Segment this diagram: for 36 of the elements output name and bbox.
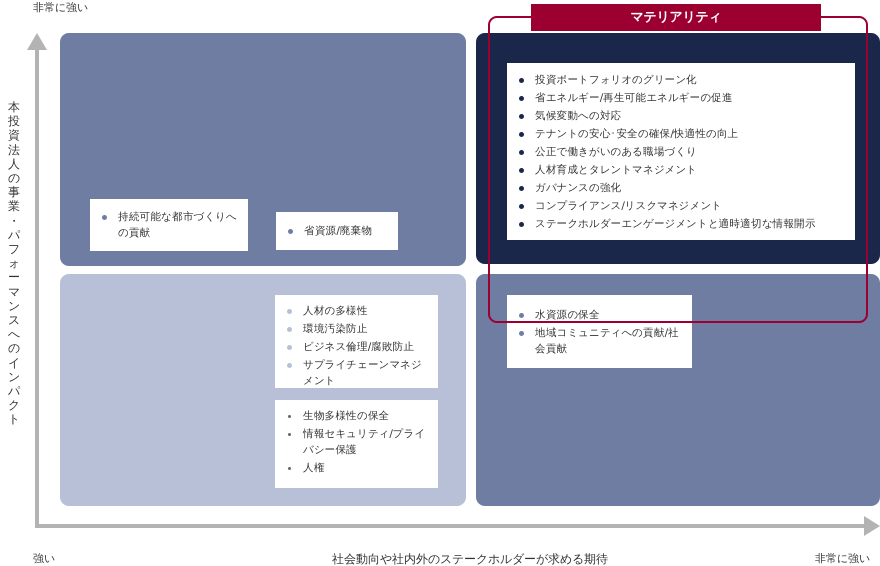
list-item: ビジネス倫理/腐敗防止 [287,339,428,355]
list-box [507,295,692,368]
quadrant-panel [476,33,880,264]
list-item: 人材の多様性 [287,303,428,319]
list-box [275,295,438,388]
list-item: コンプライアンス/リスクマネジメント [519,198,845,214]
list-item: 公正で働きがいのある職場づくり [519,144,845,160]
list-item: 投資ポートフォリオのグリーン化 [519,72,845,88]
axis-title: 社会動向や社内外のステークホルダーが求める期待 [332,551,608,566]
list-item: 省資源/廃棄物 [288,223,388,239]
list-item: 地域コミュニティへの貢献/社会貢献 [519,324,682,356]
list-box [275,400,438,488]
list-item: 人材育成とタレントマネジメント [519,162,845,178]
quadrant-panel [60,274,466,506]
list-item: テナントの安心･安全の確保/快適性の向上 [519,126,845,142]
axis-end-label: 非常に強い [815,551,870,566]
list-item: 気候変動への対応 [519,108,845,124]
list-box [90,199,248,251]
list-box [507,63,855,240]
list-item: ガバナンスの強化 [519,180,845,196]
heading-banner: マテリアリティ [531,4,821,31]
quadrant-panel [60,33,466,266]
list-box [276,212,398,250]
list-item: 生物多様性の保全 [287,408,428,424]
list-item: 人権 [287,460,428,476]
list-item: 水資源の保全 [519,306,682,322]
axis-end-label: 強い [33,551,55,566]
axis-title: 本投資法人の事業・パフォーマンスへのインパクト [8,100,21,427]
list-item: 持続可能な都市づくりへの貢献 [102,209,238,241]
list-item: サプライチェーンマネジメント [287,357,428,389]
list-item: 環境汚染防止 [287,321,428,337]
list-item: 情報セキュリティ/プライバシー保護 [287,426,428,458]
list-item: ステークホルダーエンゲージメントと適時適切な情報開示 [519,216,845,232]
axis-end-label: 非常に強い [33,0,88,15]
list-item: 省エネルギー/再生可能エネルギーの促進 [519,90,845,106]
quadrant-panel [476,274,880,506]
